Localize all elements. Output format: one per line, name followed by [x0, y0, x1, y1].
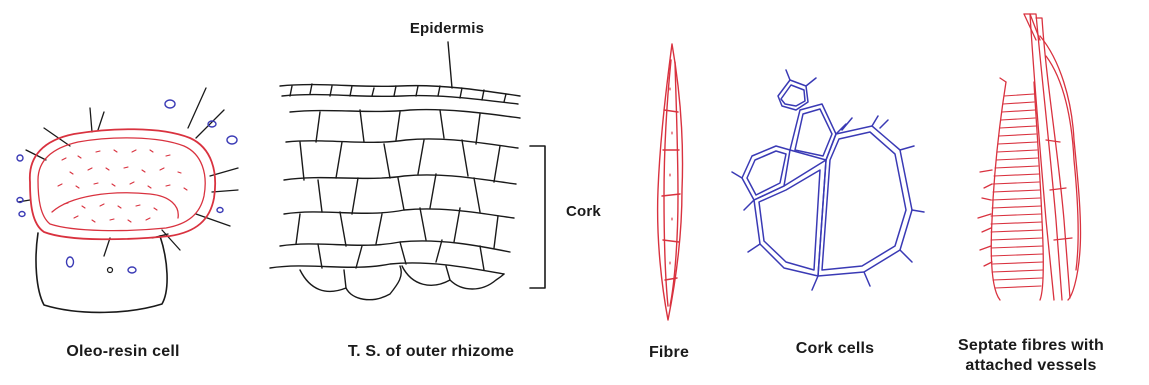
fibre-caption: Fibre: [634, 344, 704, 362]
cork-cells-caption: Cork cells: [770, 340, 900, 358]
septate-caption-line1: Septate fibres with: [920, 336, 1142, 356]
ts-outer-rhizome-drawing: [270, 42, 545, 300]
septate-fibres-caption: Septate fibres with attached vessels: [920, 336, 1142, 376]
oleo-resin-cell-drawing: [17, 88, 238, 312]
ts-outer-rhizome-caption: T. S. of outer rhizome: [296, 343, 566, 361]
fibre-drawing: [658, 44, 683, 320]
cork-cells-drawing: [732, 70, 924, 290]
epidermis-label: Epidermis: [382, 20, 512, 37]
oleo-resin-cell-caption: Oleo-resin cell: [28, 343, 218, 361]
septate-caption-line2: attached vessels: [920, 356, 1142, 376]
septate-fibres-drawing: [978, 14, 1081, 300]
cork-bracket-label: Cork: [566, 203, 626, 220]
